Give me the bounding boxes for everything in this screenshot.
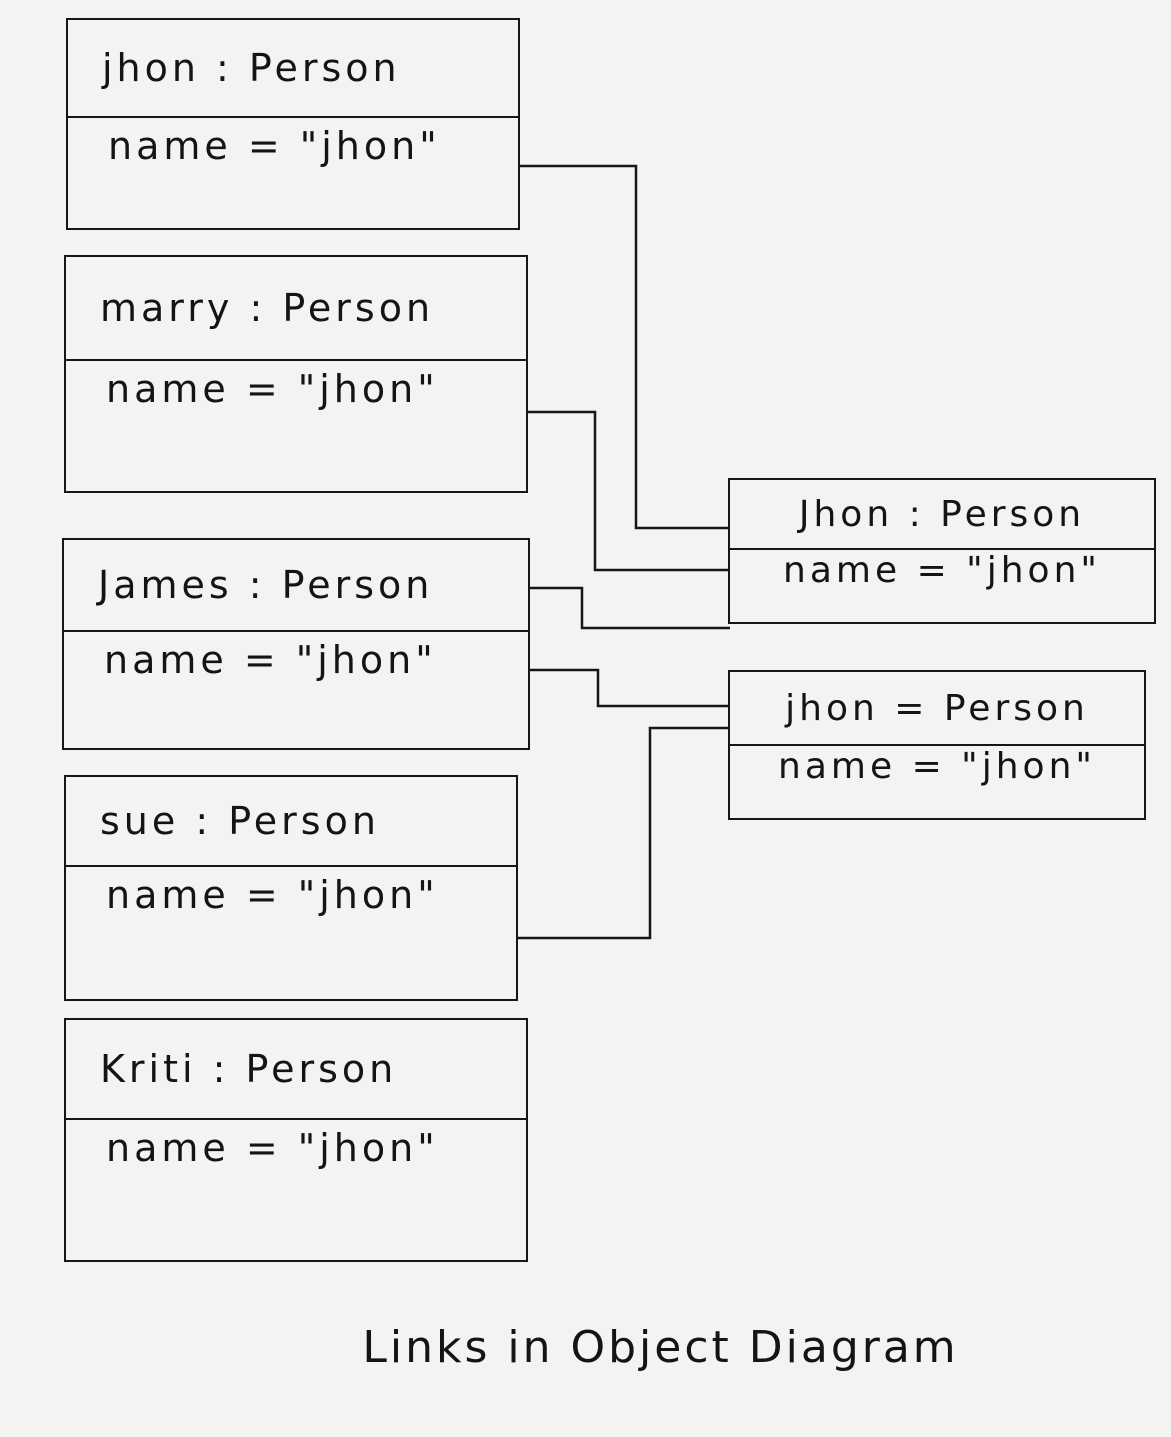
object-title: Kriti : Person — [66, 1020, 526, 1120]
object-jhon: jhon : Person name = "jhon" — [66, 18, 520, 230]
object-title: James : Person — [64, 540, 528, 632]
object-attribute: name = "jhon" — [778, 746, 1096, 787]
link-james-to-jhon-right-1 — [528, 586, 730, 630]
object-attribute: name = "jhon" — [783, 550, 1101, 591]
link-jhon-to-jhon-right-1 — [518, 164, 730, 530]
diagram-caption: Links in Object Diagram — [362, 1322, 959, 1373]
link-marry-to-jhon-right-1 — [526, 410, 730, 572]
link-sue-to-jhon-right-2 — [516, 726, 730, 940]
object-title: Jhon : Person — [730, 480, 1154, 550]
object-jhon-right-2: jhon = Person name = "jhon" — [728, 670, 1146, 820]
object-title: jhon = Person — [730, 672, 1144, 746]
object-jhon-right-1: Jhon : Person name = "jhon" — [728, 478, 1156, 624]
object-marry: marry : Person name = "jhon" — [64, 255, 528, 493]
object-james: James : Person name = "jhon" — [62, 538, 530, 750]
object-attribute: name = "jhon" — [106, 367, 439, 411]
object-attribute: name = "jhon" — [104, 638, 437, 682]
object-attribute: name = "jhon" — [106, 1126, 439, 1170]
object-kriti: Kriti : Person name = "jhon" — [64, 1018, 528, 1262]
object-attribute: name = "jhon" — [106, 873, 439, 917]
object-title: jhon : Person — [68, 20, 518, 118]
object-title: sue : Person — [66, 777, 516, 867]
object-sue: sue : Person name = "jhon" — [64, 775, 518, 1001]
link-james-to-jhon-right-2 — [528, 668, 730, 708]
object-attribute: name = "jhon" — [108, 124, 441, 168]
object-title: marry : Person — [66, 257, 526, 361]
